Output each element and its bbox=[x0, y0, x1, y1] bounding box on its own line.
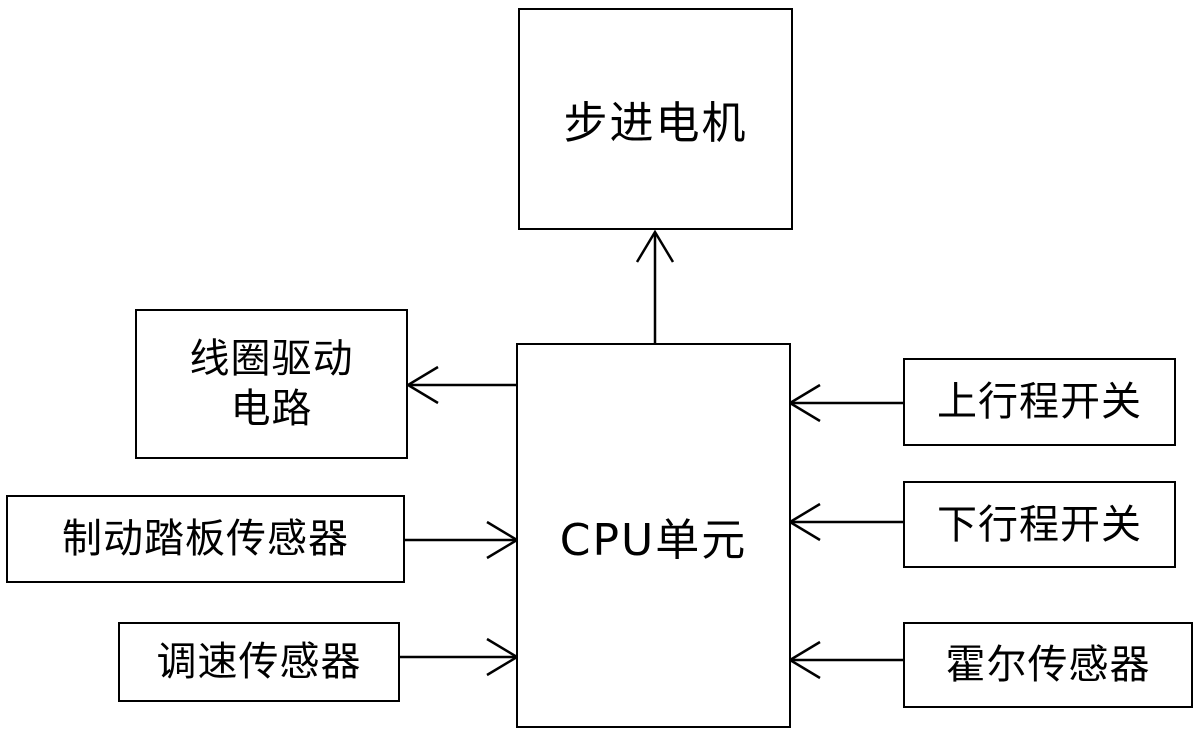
arrowhead-stepper-motor bbox=[635, 229, 675, 263]
speed-sensor-box: 调速传感器 bbox=[118, 622, 400, 702]
stepper-motor-box: 步进电机 bbox=[518, 8, 793, 230]
hall-sensor-box: 霍尔传感器 bbox=[903, 622, 1193, 708]
stepper-motor-label: 步进电机 bbox=[563, 98, 748, 149]
hall-sensor-label: 霍尔传感器 bbox=[945, 642, 1151, 688]
speed-sensor-label: 调速传感器 bbox=[156, 639, 362, 685]
arrowhead-coil-driver bbox=[405, 365, 439, 405]
coil-driver-box: 线圈驱动 电路 bbox=[135, 309, 408, 459]
brake-pedal-sensor-box: 制动踏板传感器 bbox=[6, 495, 405, 583]
upper-limit-switch-label: 上行程开关 bbox=[937, 379, 1142, 425]
brake-pedal-sensor-label: 制动踏板传感器 bbox=[62, 516, 349, 562]
upper-limit-switch-box: 上行程开关 bbox=[903, 358, 1176, 446]
coil-driver-label-line1: 线圈驱动 bbox=[189, 336, 354, 382]
cpu-unit-box: CPU单元 bbox=[516, 343, 791, 728]
lower-limit-switch-label: 下行程开关 bbox=[937, 501, 1142, 548]
cpu-unit-label: CPU单元 bbox=[559, 514, 748, 566]
lower-limit-switch-box: 下行程开关 bbox=[903, 481, 1176, 568]
coil-driver-label-line2: 电路 bbox=[230, 386, 313, 432]
